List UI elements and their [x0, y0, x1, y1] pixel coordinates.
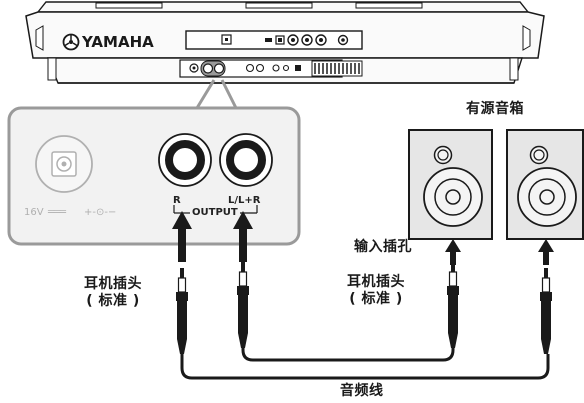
- output-jack-l: [219, 133, 273, 187]
- power-jack-small-icon: [189, 63, 199, 73]
- plug-label-right-1: 耳机插头: [347, 274, 405, 290]
- plug-label-left-1: 耳机插头: [84, 276, 142, 292]
- arrow-to-jack-r: [172, 211, 192, 262]
- power-polarity-label: +-⊙-−: [84, 207, 117, 218]
- arrow-to-jack-l: [233, 211, 253, 262]
- power-voltage-symbol: ═══: [48, 207, 67, 218]
- output-jack-r: [158, 133, 212, 187]
- powered-speakers-label: 有源音箱: [466, 101, 524, 117]
- output-label: OUTPUT: [192, 207, 238, 218]
- arrow-to-speaker-right: [538, 239, 554, 265]
- plug-label-right-2: ( 标准 ): [349, 291, 403, 307]
- cable-label: 音频线: [340, 383, 384, 399]
- speaker-right: [506, 129, 584, 240]
- jack-l-label: L/L+R: [228, 195, 261, 206]
- brand-name: YAMAHA: [82, 33, 154, 51]
- arrow-to-speaker-left: [445, 239, 461, 265]
- input-jack-label: 输入插孔: [354, 239, 412, 255]
- upper-connector-icons: [221, 34, 349, 46]
- power-voltage-label: 16V: [24, 207, 44, 218]
- yamaha-logo-icon: [62, 33, 80, 51]
- speaker-left: [408, 129, 493, 240]
- keyboard-rear: [25, 1, 545, 84]
- dc-in-jack: [35, 135, 93, 193]
- phone-plug-speaker-right: [540, 268, 552, 354]
- phone-plug-left: [176, 268, 188, 354]
- jack-r-label: R: [173, 195, 181, 206]
- phone-plug-speaker-left: [447, 262, 459, 348]
- plug-label-left-2: ( 标准 ): [86, 293, 140, 309]
- phone-plug-center: [237, 262, 249, 348]
- audio-cable: [180, 348, 550, 380]
- vent-grille: [311, 60, 363, 77]
- callout-connector: [195, 79, 238, 109]
